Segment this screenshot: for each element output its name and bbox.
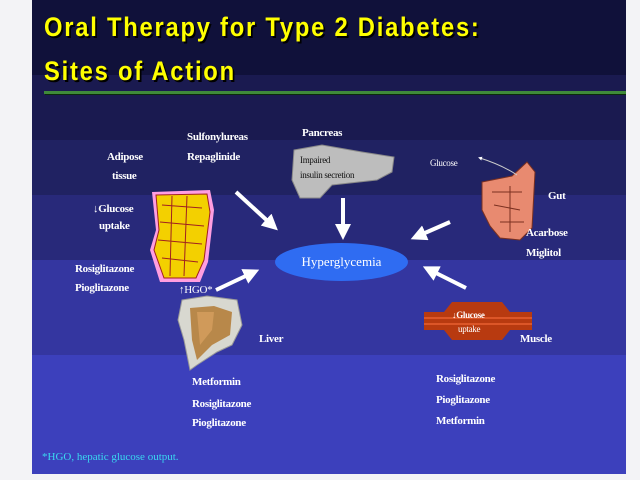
muscle-image xyxy=(424,302,532,340)
arrows xyxy=(215,190,467,292)
arrow-muscle xyxy=(422,266,467,290)
adipose-effect-line2: uptake xyxy=(99,220,130,232)
pancreas-defect-line1: Impaired xyxy=(300,155,331,165)
drug-rosiglitazone-adipose: Rosiglitazone xyxy=(75,263,135,275)
adipose-effect-line1: ↓Glucose xyxy=(93,203,134,215)
drug-repaglinide: Repaglinide xyxy=(187,151,240,163)
liver-image xyxy=(177,295,243,371)
slide: Oral Therapy for Type 2 Diabetes: Sites … xyxy=(32,0,626,474)
pancreas-defect-line2: insulin secretion xyxy=(300,170,355,180)
slide-title-line1: Oral Therapy for Type 2 Diabetes: xyxy=(44,12,481,42)
muscle-effect-line2: uptake xyxy=(458,324,481,334)
adipose-label-line1: Adipose xyxy=(107,151,143,163)
adipose-tissue-image xyxy=(150,190,214,282)
adipose-label-line2: tissue xyxy=(112,170,137,182)
hyperglycemia-ellipse: Hyperglycemia xyxy=(275,243,408,281)
drug-pioglitazone-muscle: Pioglitazone xyxy=(436,394,490,406)
drug-metformin-liver: Metformin xyxy=(192,376,241,388)
drug-metformin-muscle: Metformin xyxy=(436,415,485,427)
drug-miglitol: Miglitol xyxy=(526,247,561,259)
footnote: *HGO, hepatic glucose output. xyxy=(42,451,179,463)
arrow-gut xyxy=(410,220,451,241)
pancreas-label: Pancreas xyxy=(302,127,343,139)
drug-pioglitazone-adipose: Pioglitazone xyxy=(75,282,129,294)
gut-image xyxy=(478,156,536,241)
muscle-effect-line1: ↓Glucose xyxy=(452,310,485,320)
pancreas-image xyxy=(291,144,395,199)
arrow-liver xyxy=(215,269,260,292)
liver-hgo-label: ↑HGO* xyxy=(179,284,213,296)
arrow-adipose xyxy=(234,190,278,231)
liver-label: Liver xyxy=(259,333,284,345)
muscle-label: Muscle xyxy=(520,333,552,345)
drug-rosiglitazone-muscle: Rosiglitazone xyxy=(436,373,496,385)
gut-glucose-label: Glucose xyxy=(430,158,458,168)
drug-pioglitazone-liver: Pioglitazone xyxy=(192,417,246,429)
drug-rosiglitazone-liver: Rosiglitazone xyxy=(192,398,252,410)
title-divider xyxy=(44,91,626,94)
diagram-graphics xyxy=(150,144,536,371)
drug-acarbose: Acarbose xyxy=(526,227,568,239)
drug-sulfonylureas: Sulfonylureas xyxy=(187,131,248,143)
gut-label: Gut xyxy=(548,190,566,202)
slide-title-line2: Sites of Action xyxy=(44,56,236,86)
hyperglycemia-label: Hyperglycemia xyxy=(301,254,382,269)
